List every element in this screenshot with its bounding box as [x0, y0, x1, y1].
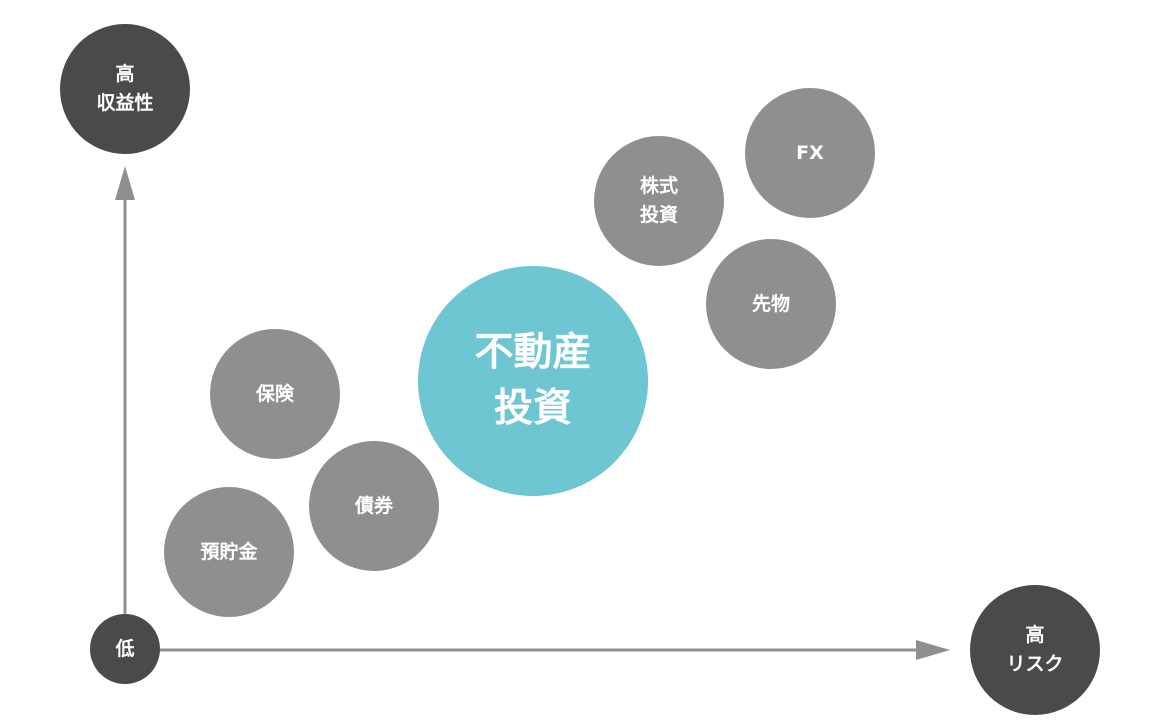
y-axis-high-return-label: 高 収益性	[60, 24, 190, 154]
item-bonds: 債券	[309, 441, 439, 571]
item-futures: 先物	[706, 239, 836, 369]
x-axis-arrowhead	[916, 640, 950, 660]
x-axis-high-risk-label: 高 リスク	[970, 585, 1100, 715]
item-real-estate-highlight: 不動産 投資	[418, 266, 648, 496]
y-axis-arrowhead	[115, 166, 135, 200]
item-savings: 預貯金	[164, 487, 294, 617]
item-fx: FX	[745, 88, 875, 218]
item-insurance: 保険	[210, 329, 340, 459]
origin-low-label: 低	[90, 614, 160, 684]
item-stocks: 株式 投資	[594, 136, 724, 266]
